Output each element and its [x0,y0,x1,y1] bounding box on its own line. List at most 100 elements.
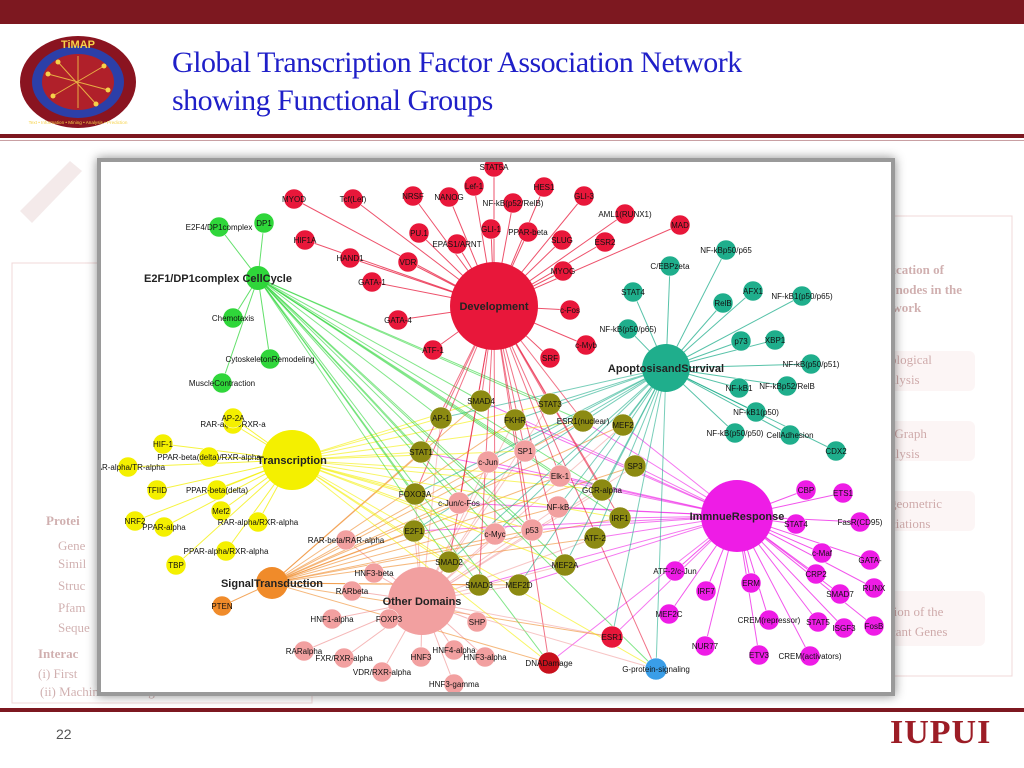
tf-node-label: CDX2 [825,447,847,456]
tf-node-label: RelB [714,299,731,308]
tf-node-label: ESR1 [602,633,623,642]
tf-node-label: c-Myc [484,530,505,539]
bg-left-item: Simil [58,556,86,572]
tf-node-label: GATA- [858,556,882,565]
tf-node-label: c-Maf [812,549,833,558]
tf-node-label: MYOG [551,267,575,276]
tf-node-label: NF-kB [547,503,570,512]
tf-node-label: HNF3-gamma [429,680,480,689]
tf-node-label: STAT5 [806,618,830,627]
top-band [0,0,1024,24]
bg-right-item: ciations [890,516,930,532]
bg-right-item: cant Genes [890,624,947,640]
tf-node-label: SMAD3 [465,581,493,590]
tf-node-label: ATF-2/c-Jun [653,567,696,576]
bottom-band [0,708,1024,712]
tf-node-label: Elk-1 [551,472,570,481]
tf-node-label: SMAD7 [826,590,854,599]
tf-node-label: MEF2D [505,581,532,590]
network-graph: DevelopmentApoptosisandSurvivalImmnueRes… [101,162,891,692]
hub-label: ImmnueResponse [690,511,785,523]
tf-node-label: IRF7 [697,587,715,596]
tf-node-label: SHP [469,618,485,627]
tf-node-label: AML1(RUNX1) [598,210,652,219]
hub-label: Development [459,301,528,313]
tf-node-label: RARbeta [336,587,369,596]
tf-node-label: p53 [525,526,539,535]
tf-node-label: GATA-4 [384,316,412,325]
tf-node-label: CytoskeletonRemodeling [226,355,315,364]
tf-node-label: STAT3 [538,400,562,409]
tf-node-label: GLI-3 [574,192,595,201]
tf-node-label: ESR1(nuclear) [557,417,610,426]
bg-left-item: Protei [46,513,80,529]
tf-node-label: EPAS1/ARNT [432,240,481,249]
tf-node-label: RAR-alpha/TR-alpha [101,463,166,472]
tf-node-label: c-Fos [560,306,580,315]
tf-node-label: CellAdhesion [766,431,813,440]
bg-right-item: geometric [890,496,942,512]
tf-node-label: GCR-alpha [582,486,623,495]
tf-node-label: AP-1 [432,414,450,423]
tf-node-label: IRF1 [611,514,629,523]
tf-node-label: Mef2 [212,507,230,516]
tf-node-label: SP1 [517,447,533,456]
tf-node-label: PPAR-beta [508,228,548,237]
tf-node-label: TBP [168,561,184,570]
tf-node-label: FasR(CD95) [838,518,883,527]
tf-node-label: RAR-beta/RAR-alpha [308,536,385,545]
tf-node-label: NF-kB1(p50/p65) [771,292,833,301]
tf-node-label: NF-kB(p50/p50) [707,429,764,438]
network-edge [258,278,441,418]
tf-node-label: NF-kB(p50/p51) [783,360,840,369]
tf-node-label: VDR/RXR-alpha [353,668,412,677]
tf-node-label: NF-kB1(p50) [733,408,779,417]
bg-left-item: Pfam [58,600,85,616]
tf-node-label: HNF1-alpha [310,615,354,624]
logo-text: TiMAP [61,39,95,51]
tf-node-label: PPAR-alpha [142,523,186,532]
tf-node-label: XBP1 [765,336,786,345]
tf-node-label: FKHR [504,416,526,425]
tf-node-label: NF-kBp50/p65 [700,246,752,255]
tf-node-label: MEF2 [612,421,634,430]
page-number: 22 [56,726,72,742]
tf-node-label: CBP [798,486,814,495]
tf-node-label: SRF [542,354,558,363]
tf-node-label: NF-kB(p52/RelB) [483,199,544,208]
bg-left-item: Interac [38,646,78,662]
tf-node-label: HIF1A [294,236,317,245]
tf-node-label: Chemotaxis [212,314,254,323]
tf-node-label: STAT5A [479,163,509,172]
title-line-1: Global Transcription Factor Association … [172,44,932,82]
bg-left-item: Gene [58,538,85,554]
bg-right-item: tion of the [890,604,943,620]
tf-node-label: NRSF [402,192,424,201]
tf-node-label: RAR-alpha/RXR-alpha [218,518,299,527]
bg-right-item: -Graph [890,426,927,442]
tf-node-label: STAT4 [784,520,808,529]
bg-left-item: Seque [58,620,90,636]
tf-node-label: RUNX [863,584,886,593]
tf-node-label: NUR77 [692,642,719,651]
tf-node-label: VDR [400,258,417,267]
tf-node-label: DP1 [256,219,272,228]
tf-node-label: PTEN [211,602,233,611]
tf-node-label: NF-kB1 [725,384,753,393]
hub-label: Other Domains [383,596,462,608]
iupui-logo: IUPUI [890,714,991,752]
tf-node-label: p73 [734,337,748,346]
hub-label: ApoptosisandSurvival [608,363,724,375]
bg-right-item: fication of [888,262,944,278]
network-nodes: DevelopmentApoptosisandSurvivalImmnueRes… [101,162,886,692]
bg-left-item: Struc [58,578,85,594]
tf-node-label: SP3 [627,462,643,471]
title-rule [0,134,1024,138]
tf-node-label: CREM(activators) [778,652,841,661]
tf-node-label: HNF3-alpha [463,653,507,662]
tf-node-label: MEF2A [552,561,579,570]
tf-node-label: c-Jun [478,458,498,467]
network-figure: DevelopmentApoptosisandSurvivalImmnueRes… [97,158,895,696]
tf-node-label: STAT4 [621,288,645,297]
tf-node-label: c-Jun/c-Fos [438,499,480,508]
